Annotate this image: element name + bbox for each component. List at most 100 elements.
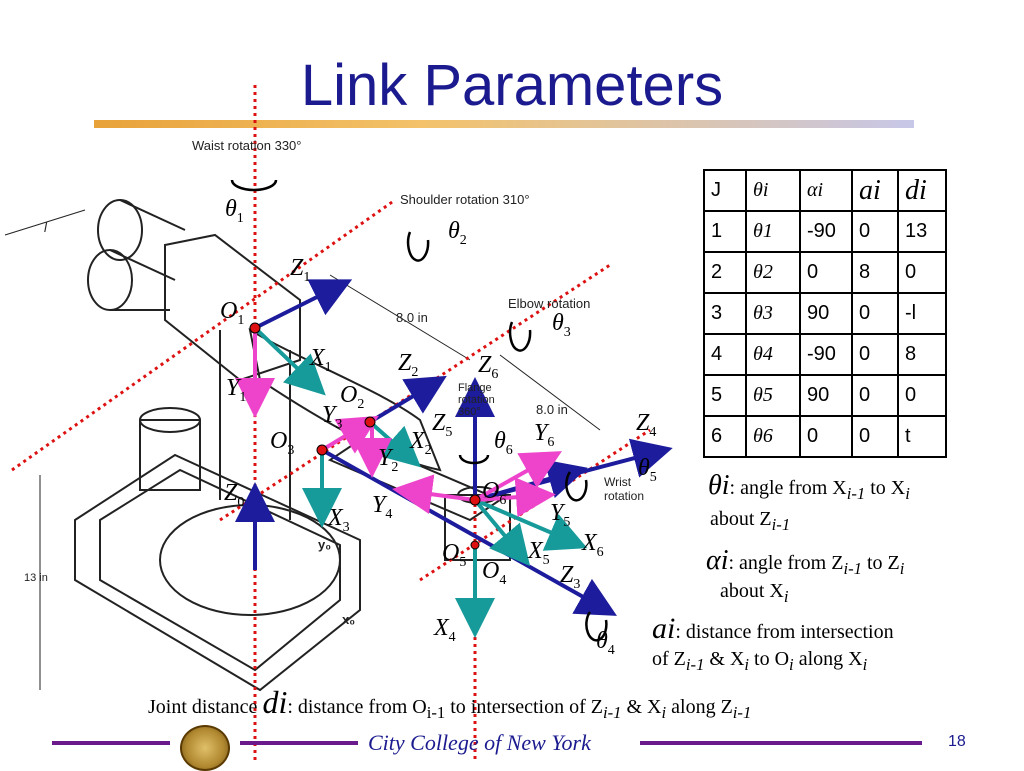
- y4-axis: [392, 474, 476, 515]
- label-y2: Y2: [378, 445, 399, 475]
- origin-o4-o5: [470, 540, 480, 550]
- table-header-cell: di: [897, 169, 947, 212]
- label-z0: Z0: [224, 480, 245, 510]
- label-theta2: θ2: [448, 218, 467, 248]
- label-x1: X1: [310, 345, 332, 375]
- label-z6: Z6: [478, 352, 499, 382]
- table-cell: θ1: [745, 210, 801, 253]
- origin-o3: [316, 444, 328, 456]
- label-x6: X6: [582, 530, 604, 560]
- x1-axis: [253, 326, 326, 396]
- label-theta6: θ6: [494, 428, 513, 458]
- l-label: l: [44, 220, 47, 235]
- table-header-cell: ai: [851, 169, 899, 212]
- origin-o6: [469, 494, 481, 506]
- label-theta3: θ3: [552, 310, 571, 340]
- robot-sketch: [4, 199, 601, 692]
- label-o2: O2: [340, 382, 365, 412]
- label-o6: O6: [482, 478, 507, 508]
- table-cell: -90: [799, 333, 853, 376]
- theta-definition: θi: angle from Xi-1 to Xi: [708, 470, 910, 503]
- table-cell: 0: [897, 251, 947, 294]
- label-x3: X3: [328, 505, 350, 535]
- label-o4: O4: [482, 558, 507, 588]
- dimension-label-2: 8.0 in: [536, 402, 568, 417]
- dimension-label-1: 8.0 in: [396, 310, 428, 325]
- dimension-lines: [329, 274, 601, 431]
- table-cell: 90: [799, 292, 853, 335]
- wrist-rotation-label: Wrist rotation: [604, 475, 645, 503]
- label-o3: O3: [270, 428, 295, 458]
- label-z4: Z4: [636, 410, 657, 440]
- label-y5: Y5: [550, 500, 571, 530]
- flange-rotation-icon: [458, 454, 490, 465]
- table-cell: 5: [703, 374, 747, 417]
- waist-rotation-icon: [230, 179, 278, 192]
- axis-joint2: [11, 198, 396, 472]
- shoulder-rotation-label: Shoulder rotation 310°: [400, 192, 530, 207]
- college-seal-icon: [180, 725, 230, 771]
- table-cell: 0: [851, 374, 899, 417]
- label-z3: Z3: [560, 562, 581, 592]
- wrist-rotation-icon: [565, 471, 588, 502]
- y0-label: y₀: [318, 537, 332, 552]
- slide-title: Link Parameters: [300, 53, 724, 118]
- a-definition: ai: distance from intersection: [652, 612, 894, 645]
- y6-axis: [474, 451, 562, 502]
- base-plate: [74, 453, 361, 692]
- table-cell: 3: [703, 292, 747, 335]
- table-cell: 2: [703, 251, 747, 294]
- footer-rule-left: [52, 741, 170, 745]
- table-cell: -90: [799, 210, 853, 253]
- label-y1: Y1: [226, 375, 247, 405]
- label-z1: Z1: [290, 255, 311, 285]
- y5-axis: [474, 477, 556, 518]
- table-cell: 8: [897, 333, 947, 376]
- y3-axis: [320, 415, 379, 454]
- alpha-definition-line2: about Xi: [720, 580, 789, 606]
- table-cell: 8: [851, 251, 899, 294]
- label-o1: O1: [220, 298, 245, 328]
- x6-axis: [474, 498, 588, 551]
- link-parameter-table: J θi αi ai di 1 θ1 -90 0 13 2 θ2 0 8 0 3…: [703, 169, 947, 458]
- table-cell: t: [897, 415, 947, 458]
- label-theta4: θ4: [596, 628, 615, 658]
- table-cell: 0: [851, 210, 899, 253]
- table-cell: 0: [851, 333, 899, 376]
- title-underline: [94, 120, 914, 128]
- label-x4: X4: [434, 615, 456, 645]
- table-row: 6 θ6 0 0 t: [703, 415, 947, 458]
- table-cell: 90: [799, 374, 853, 417]
- label-z5: Z5: [432, 410, 453, 440]
- table-row: 2 θ2 0 8 0: [703, 251, 947, 294]
- shoulder-rotation-icon: [406, 231, 430, 262]
- table-cell: 6: [703, 415, 747, 458]
- table-cell: θ5: [745, 374, 801, 417]
- table-cell: θ4: [745, 333, 801, 376]
- d-definition: Joint distance di: distance from Oi-1 to…: [148, 684, 752, 722]
- label-y3: Y3: [322, 402, 343, 432]
- table-row: 5 θ5 90 0 0: [703, 374, 947, 417]
- joint4-rotation-icon: [585, 611, 608, 642]
- table-cell: 0: [799, 415, 853, 458]
- table-row: 4 θ4 -90 0 8: [703, 333, 947, 376]
- label-y4: Y4: [372, 492, 393, 522]
- cylinder-2: [87, 249, 133, 311]
- theta-definition-line2: about Zi-1: [710, 508, 791, 534]
- elbow-rotation-label: Elbow rotation: [508, 296, 591, 311]
- z2-axis: [368, 375, 447, 424]
- table-header-cell: αi: [799, 169, 853, 212]
- base-inner: [99, 468, 341, 672]
- label-y6: Y6: [534, 420, 555, 450]
- label-o5: O5: [442, 540, 467, 570]
- flange-rotation-label: Flange rotation 360°: [458, 382, 495, 418]
- label-theta5: θ5: [638, 455, 657, 485]
- x0-label: x₀: [342, 612, 356, 627]
- table-cell: -l: [897, 292, 947, 335]
- table-cell: θ2: [745, 251, 801, 294]
- cylinder-bodies: [109, 199, 186, 311]
- label-x5: X5: [528, 538, 550, 568]
- a-definition-line2: of Zi-1 & Xi to Oi along Xi: [652, 648, 868, 674]
- table-header-cell: θi: [745, 169, 801, 212]
- table-cell: θ3: [745, 292, 801, 335]
